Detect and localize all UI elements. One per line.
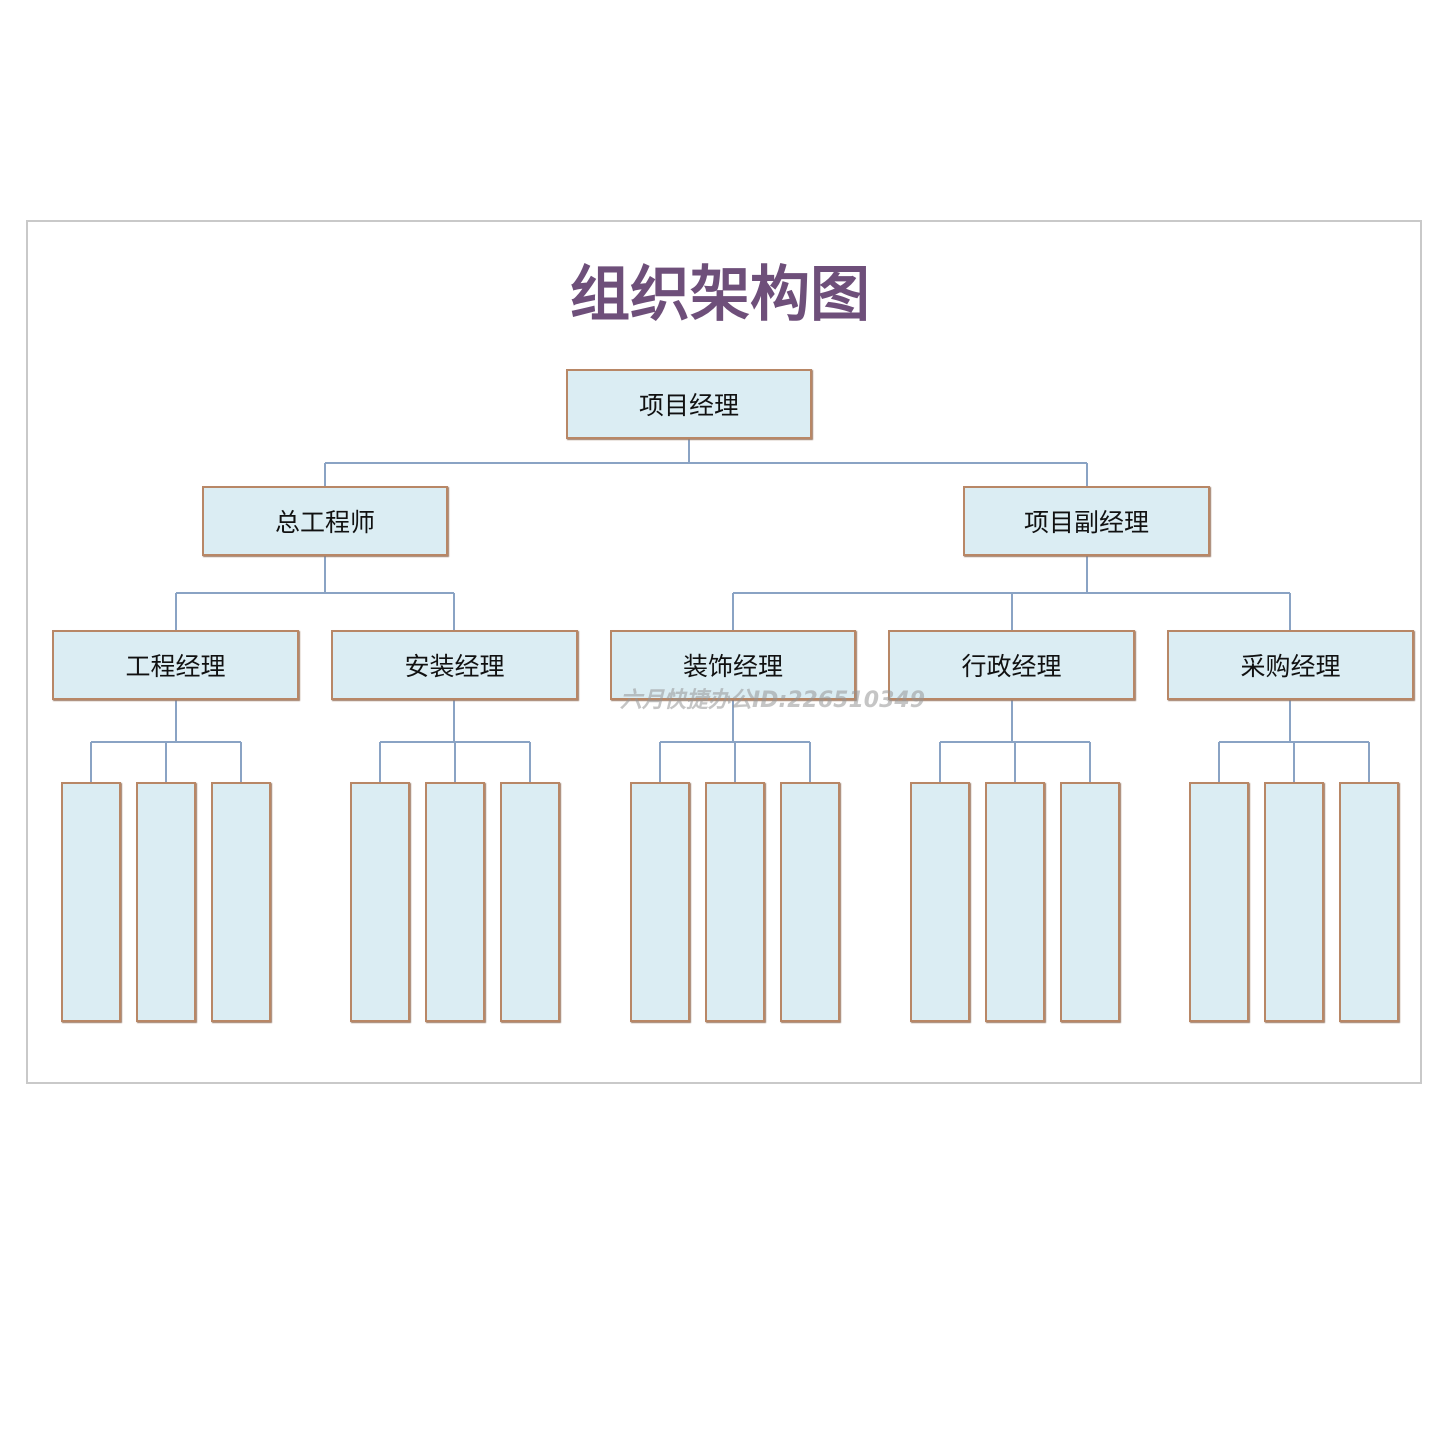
leaf-box[interactable] <box>136 782 196 1022</box>
node-admin-manager[interactable]: 行政经理 <box>888 630 1135 700</box>
leaf-box[interactable] <box>211 782 271 1022</box>
leaf-box[interactable] <box>780 782 840 1022</box>
watermark: 六月快捷办公ID:226510349 <box>620 688 926 713</box>
leaf-box[interactable] <box>1189 782 1249 1022</box>
node-engineering-manager[interactable]: 工程经理 <box>52 630 299 700</box>
leaf-box[interactable] <box>500 782 560 1022</box>
node-decoration-manager[interactable]: 装饰经理 <box>610 630 856 700</box>
leaf-box[interactable] <box>61 782 121 1022</box>
leaf-box[interactable] <box>705 782 765 1022</box>
leaf-box[interactable] <box>630 782 690 1022</box>
leaf-box[interactable] <box>1060 782 1120 1022</box>
node-installation-manager[interactable]: 安装经理 <box>331 630 578 700</box>
leaf-box[interactable] <box>425 782 485 1022</box>
leaf-box[interactable] <box>910 782 970 1022</box>
page-title: 组织架构图 <box>570 260 870 330</box>
node-deputy-manager[interactable]: 项目副经理 <box>963 486 1210 556</box>
node-chief-engineer[interactable]: 总工程师 <box>202 486 448 556</box>
leaf-box[interactable] <box>1264 782 1324 1022</box>
leaf-box[interactable] <box>1339 782 1399 1022</box>
leaf-box[interactable] <box>350 782 410 1022</box>
leaf-box[interactable] <box>985 782 1045 1022</box>
node-purchasing-manager[interactable]: 采购经理 <box>1167 630 1414 700</box>
node-root[interactable]: 项目经理 <box>566 369 812 439</box>
